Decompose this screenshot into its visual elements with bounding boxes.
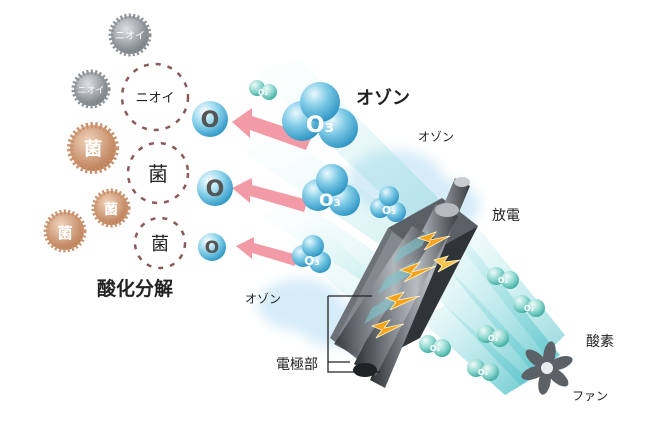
label-fan: ファン	[572, 389, 608, 403]
odor-particle-2: ニオイ	[71, 69, 111, 109]
label-ozone-main: オゾン	[356, 88, 410, 109]
ozone-molecule-small: O₃	[292, 235, 331, 273]
odor-particle-1: ニオイ	[108, 13, 152, 57]
oxidation-arrows	[232, 108, 312, 266]
ozone-molecule-large: O₃	[282, 82, 358, 148]
germ-particle-2: 菌	[91, 188, 131, 228]
ozone-molecule-small-label: O₃	[304, 254, 319, 268]
oxygen-molecules-incoming: O₂ O₂ O₂ O₂ O₂	[419, 267, 545, 381]
odor-particle-1-label: ニオイ	[115, 30, 145, 42]
decomposing-odor: ニオイ	[120, 62, 190, 132]
ozone-molecule-large-label: O₃	[306, 113, 334, 138]
oxygen-atom-2: O	[197, 170, 233, 206]
decomposing-germ-1-label: 菌	[148, 162, 168, 186]
decomposing-germ-2-label: 菌	[151, 234, 169, 255]
ozone-molecule-mid: O₃	[302, 164, 360, 216]
germ-particle-1-label: 菌	[84, 139, 102, 160]
label-ozone-bottom: オゾン	[245, 292, 281, 306]
oxygen-molecule-4-label: O₂	[430, 344, 441, 353]
fan-icon	[521, 341, 573, 395]
germ-particle-3-label: 菌	[57, 224, 72, 242]
discharge-sparks	[370, 231, 461, 339]
oxygen-molecule-5-label: O₂	[478, 368, 489, 377]
oxygen-atom-3-label: O	[205, 238, 219, 258]
oxygen-molecule-3-label: O₂	[488, 334, 499, 343]
oxygen-molecule-5: O₂	[467, 359, 499, 381]
oxygen-molecule-2-label: O₂	[524, 304, 535, 313]
oxygen-molecule-top-label: O₂	[258, 88, 269, 97]
oxygen-molecule-2: O₂	[513, 295, 545, 317]
label-discharge: 放電	[492, 208, 520, 224]
oxygen-molecule-1: O₂	[487, 267, 519, 289]
ozone-molecule-right-label: O₃	[382, 204, 396, 217]
oxygen-molecule-4: O₂	[419, 335, 451, 357]
oxygen-atom-2-label: O	[206, 177, 225, 202]
oxygen-molecule-3: O₂	[477, 325, 509, 347]
ozone-molecule-right: O₃	[370, 186, 406, 222]
label-electrode: 電極部	[276, 357, 318, 373]
decomposing-odor-label: ニオイ	[135, 91, 174, 106]
germ-particle-1: 菌	[67, 122, 119, 174]
decomposing-germ-2: 菌	[133, 216, 187, 270]
oxygen-atom-1-label: O	[201, 108, 220, 133]
electrode-callout	[327, 295, 380, 373]
oxygen-molecule-1-label: O₂	[498, 276, 509, 285]
odor-particle-2-label: ニオイ	[77, 85, 104, 96]
label-ozone-top: オゾン	[418, 130, 454, 144]
oxygen-atom-1: O	[192, 101, 228, 137]
decomposing-germ-1: 菌	[126, 141, 190, 205]
germ-particle-3: 菌	[43, 209, 87, 253]
oxygen-atom-3: O	[198, 233, 226, 261]
ozone-molecule-mid-label: O₃	[319, 191, 341, 211]
label-oxygen: 酸素	[586, 334, 614, 350]
label-oxidation: 酸化分解	[97, 277, 173, 300]
germ-particle-2-label: 菌	[104, 201, 118, 218]
oxygen-molecule-top: O₂	[249, 80, 277, 100]
